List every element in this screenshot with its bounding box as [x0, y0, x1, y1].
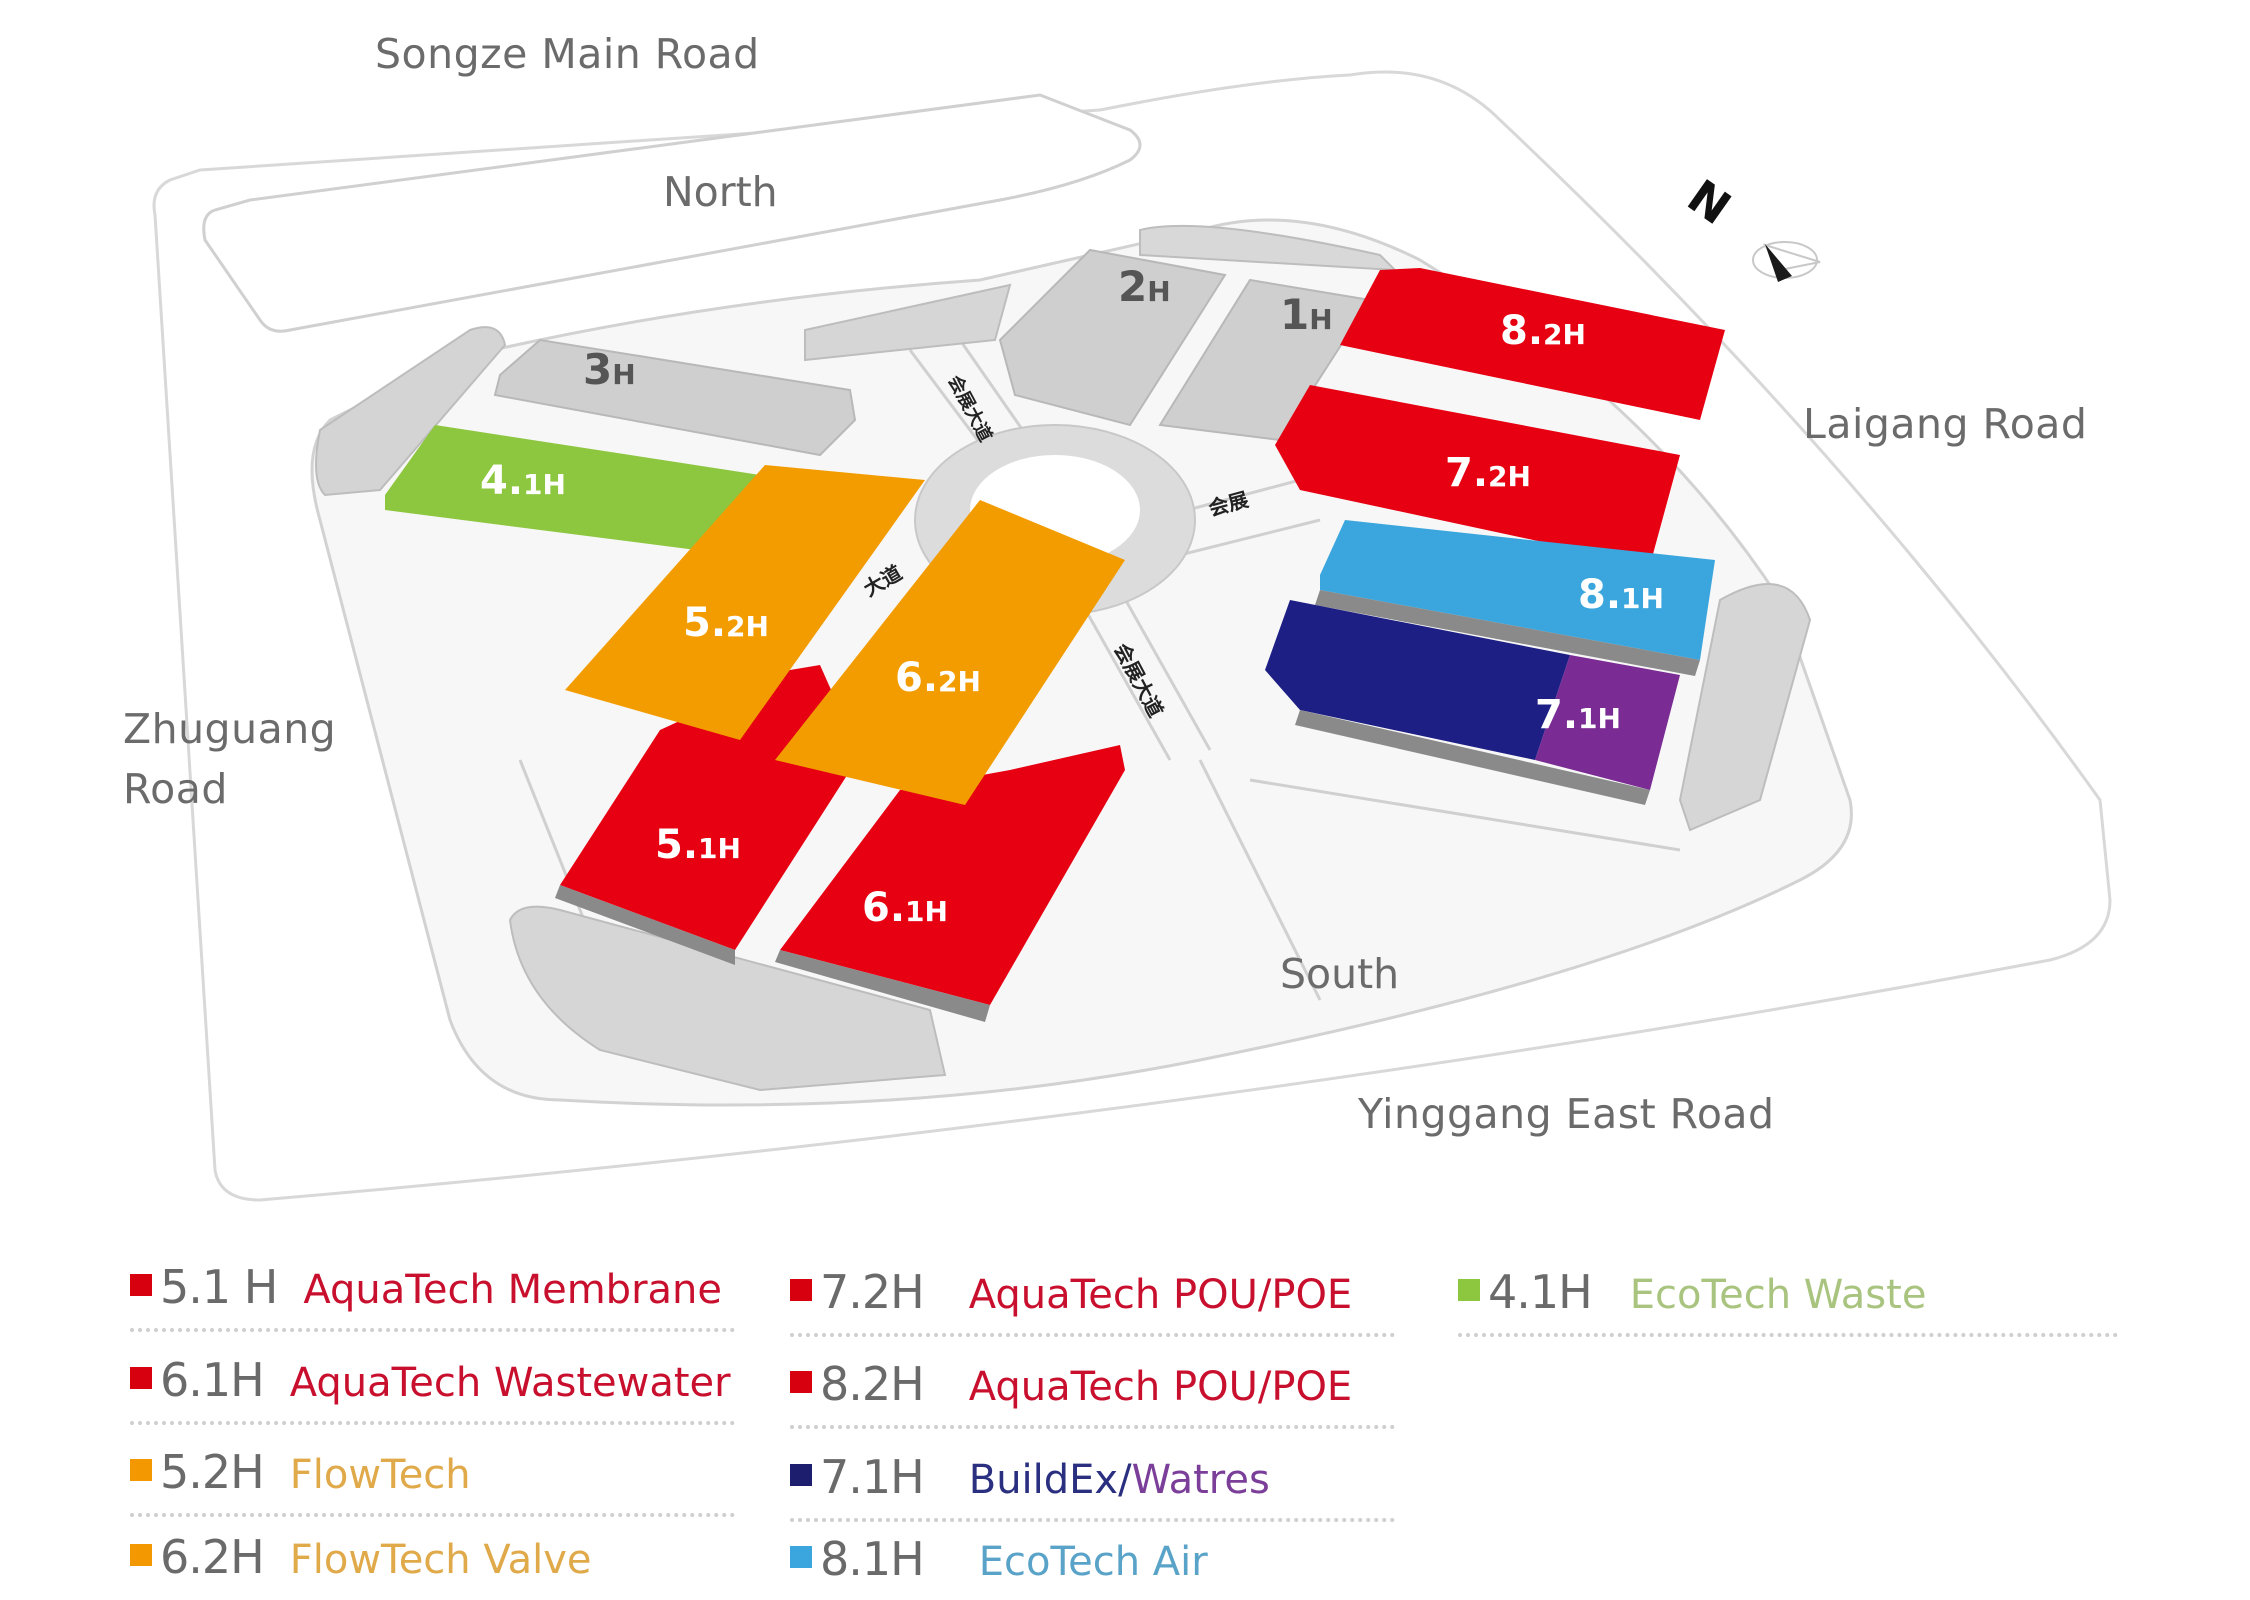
legend-item-6-2h: 6.2H FlowTech Valve: [130, 1520, 735, 1580]
hall-2h[interactable]: [998, 248, 1227, 427]
hall-label-3h: 3H: [583, 345, 636, 394]
legend-swatch: [1458, 1279, 1480, 1301]
hall-6-2h[interactable]: [775, 500, 1125, 805]
legend-hall-name: EcoTech Air: [978, 1539, 1208, 1585]
legend-divider: [1458, 1333, 2118, 1337]
legend-hall-name: EcoTech Waste: [1629, 1272, 1927, 1318]
legend-swatch: [130, 1459, 152, 1481]
legend-hall-code: 4.1H: [1488, 1265, 1593, 1319]
hall-label-5-2h: 5.2H: [683, 600, 769, 646]
legend-divider: [130, 1328, 735, 1332]
legend-hall-code: 6.1H: [160, 1353, 265, 1407]
service-buildings: [315, 224, 1812, 1092]
hall-4-1h[interactable]: [385, 425, 760, 555]
legend-hall-code: 7.2H: [820, 1265, 925, 1319]
legend-item-7-2h: 7.2H AquaTech POU/POE: [790, 1255, 1395, 1337]
legend-hall-name: AquaTech Wastewater: [289, 1360, 731, 1406]
hall-5-1h[interactable]: [560, 665, 860, 950]
hall-8-1h[interactable]: [1320, 520, 1715, 660]
hall-5-2h[interactable]: [565, 465, 925, 740]
legend-item-5-1h: 5.1 H AquaTech Membrane: [130, 1250, 735, 1332]
legend-swatch: [130, 1274, 152, 1296]
hall-label-1h: 1H: [1280, 290, 1333, 339]
hall-7-2h[interactable]: [1275, 385, 1680, 565]
legend-hall-code: 5.1 H: [160, 1260, 278, 1314]
legend-hall-name-part1: BuildEx/: [968, 1457, 1132, 1503]
legend-item-6-1h: 6.1H AquaTech Wastewater: [130, 1343, 735, 1425]
road-label-zhuguang-2: Road: [123, 765, 228, 813]
compass: N: [1670, 169, 1830, 300]
legend-hall-code: 8.2H: [820, 1357, 925, 1411]
legend: 5.1 H AquaTech Membrane 6.1H AquaTech Wa…: [0, 1230, 2250, 1600]
road-label-laigang: Laigang Road: [1803, 400, 2088, 448]
hall-7-1h-blue[interactable]: [1265, 600, 1570, 760]
legend-divider: [790, 1333, 1395, 1337]
venue-map: [152, 70, 2112, 1202]
hall-6-1h[interactable]: [780, 745, 1125, 1005]
hall-3h[interactable]: [493, 338, 857, 457]
legend-item-8-1h: 8.1H EcoTech Air: [790, 1522, 1395, 1582]
hall-label-8-2h: 8.2H: [1500, 308, 1586, 354]
hall-7-1h-purple[interactable]: [1535, 655, 1680, 790]
legend-item-8-2h: 8.2H AquaTech POU/POE: [790, 1347, 1395, 1429]
legend-swatch: [790, 1546, 812, 1568]
hall-label-4-1h: 4.1H: [480, 458, 566, 504]
hall-7-1h-side: [1295, 710, 1650, 805]
legend-hall-name: BuildEx/Watres: [969, 1460, 1270, 1500]
legend-hall-code: 5.2H: [160, 1445, 265, 1499]
legend-hall-code: 7.1H: [820, 1450, 925, 1504]
legend-divider: [790, 1425, 1395, 1429]
legend-hall-name: AquaTech POU/POE: [968, 1364, 1353, 1410]
legend-swatch: [790, 1464, 812, 1486]
hall-6-1h-side: [775, 950, 990, 1022]
hall-label-7-2h: 7.2H: [1445, 450, 1531, 496]
hall-label-8-1h: 8.1H: [1578, 572, 1664, 618]
legend-swatch: [790, 1371, 812, 1393]
hall-label-6-1h: 6.1H: [862, 885, 948, 931]
legend-item-5-2h: 5.2H FlowTech: [130, 1435, 735, 1517]
hall-label-7-1h: 7.1H: [1535, 692, 1621, 738]
legend-divider: [790, 1518, 1395, 1522]
hall-5-1h-side: [555, 885, 735, 965]
hall-8-1h-side: [1315, 590, 1700, 676]
internal-roads: [518, 339, 1681, 1001]
road-label-zhuguang-1: Zhuguang: [123, 705, 337, 753]
road-label-songze: Songze Main Road: [375, 30, 760, 78]
legend-divider: [130, 1513, 735, 1517]
legend-item-4-1h: 4.1H EcoTech Waste: [1458, 1255, 2118, 1337]
area-label-south: South: [1280, 950, 1400, 998]
legend-swatch: [130, 1544, 152, 1566]
legend-hall-name: FlowTech: [289, 1452, 471, 1498]
legend-hall-code: 6.2H: [160, 1530, 265, 1584]
hall-label-6-2h: 6.2H: [895, 655, 981, 701]
hall-label-2h: 2H: [1118, 262, 1171, 311]
area-label-north: North: [663, 168, 778, 216]
legend-swatch: [130, 1367, 152, 1389]
north-arrow-icon: [1752, 241, 1821, 282]
road-label-yinggang: Yinggang East Road: [1358, 1090, 1775, 1138]
legend-swatch: [790, 1279, 812, 1301]
legend-item-7-1h: 7.1H BuildEx/Watres: [790, 1440, 1395, 1522]
legend-hall-name-part2: Watres: [1131, 1457, 1270, 1503]
legend-hall-name: AquaTech Membrane: [303, 1267, 722, 1313]
legend-hall-name: AquaTech POU/POE: [968, 1272, 1353, 1318]
legend-hall-name: FlowTech Valve: [289, 1537, 592, 1583]
north-plaza: [202, 93, 1142, 333]
hall-label-5-1h: 5.1H: [655, 822, 741, 868]
hall-8-2h[interactable]: [1340, 268, 1725, 420]
legend-divider: [130, 1421, 735, 1425]
legend-hall-code: 8.1H: [820, 1532, 925, 1586]
